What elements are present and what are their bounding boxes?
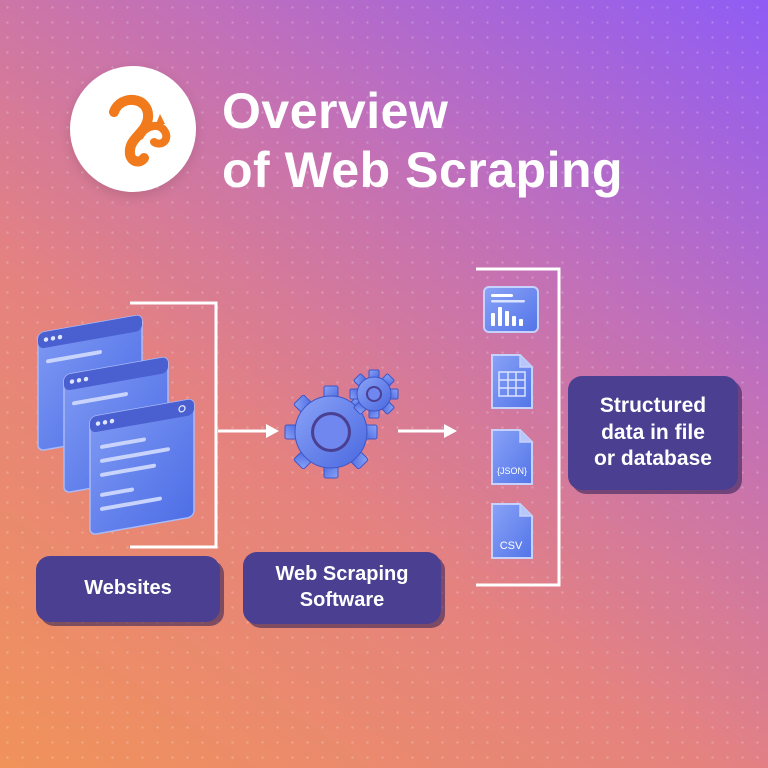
title-line-1: Overview	[222, 83, 449, 139]
gears-icon	[284, 369, 399, 479]
title-line-2: of Web Scraping	[222, 142, 624, 198]
arrow-right-icon	[398, 424, 457, 438]
json-file-icon: {JSON}	[491, 429, 533, 485]
website-windows-icon	[37, 314, 195, 535]
structured-data-label: Structured data in file or database	[568, 376, 738, 490]
csv-file-label: CSV	[500, 540, 523, 552]
web-scraping-software-label: Web Scraping Software	[243, 552, 441, 624]
files-bracket	[476, 267, 561, 587]
dashboard-file-icon	[483, 286, 539, 333]
csv-file-icon: CSV	[491, 503, 533, 559]
websites-label: Websites	[36, 556, 220, 622]
squirrel-icon	[109, 94, 171, 167]
json-file-label: {JSON}	[497, 466, 527, 476]
websites-bracket	[130, 301, 218, 549]
spreadsheet-file-icon	[491, 354, 533, 409]
logo	[70, 66, 196, 192]
arrow-right-icon	[218, 424, 279, 438]
